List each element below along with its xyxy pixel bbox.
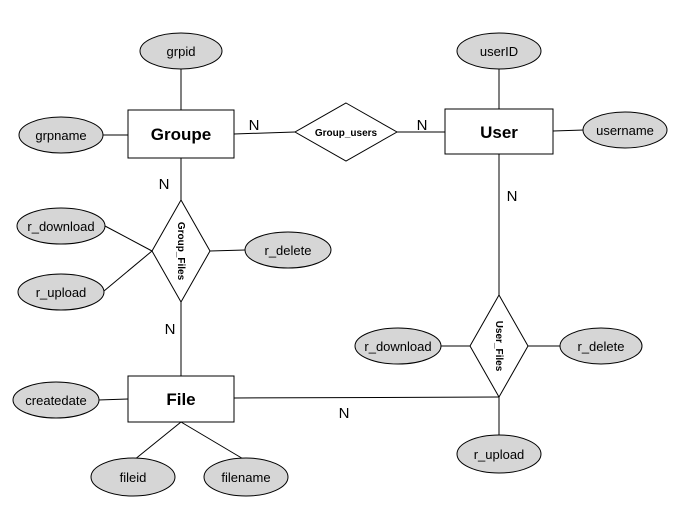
line-username-user (552, 129, 585, 132)
cardinality-groupe-group-users: N (249, 117, 260, 134)
relationship-user-files[interactable]: User_Files (469, 293, 529, 399)
attribute-user-files-r-delete[interactable]: r_delete (559, 327, 643, 365)
attribute-group-files-r-upload-label: r_upload (36, 285, 87, 300)
attribute-user-files-r-download-label: r_download (364, 339, 431, 354)
attribute-group-files-r-delete-label: r_delete (265, 243, 312, 258)
attribute-fileid[interactable]: fileid (90, 457, 176, 497)
attribute-createdate-label: createdate (25, 393, 86, 408)
relationship-group-files[interactable]: Group_Files (151, 198, 211, 304)
attribute-group-files-r-upload[interactable]: r_upload (17, 273, 105, 311)
attribute-user-files-r-upload[interactable]: r_upload (456, 434, 542, 474)
attribute-grpname[interactable]: grpname (18, 116, 104, 154)
line-file-fileid (133, 421, 182, 461)
attribute-userid[interactable]: userID (456, 32, 542, 70)
entity-user[interactable]: User (444, 108, 554, 155)
attribute-group-files-r-download-label: r_download (27, 219, 94, 234)
attribute-user-files-r-upload-label: r_upload (474, 447, 525, 462)
entity-file[interactable]: File (127, 375, 235, 423)
connector-lines (97, 68, 585, 461)
cardinality-file-user-files: N (339, 405, 350, 422)
relationship-group-users[interactable]: Group_users (293, 102, 399, 162)
attribute-user-files-r-delete-label: r_delete (578, 339, 625, 354)
attribute-group-files-r-download[interactable]: r_download (16, 207, 106, 245)
attribute-grpid[interactable]: grpid (139, 32, 223, 70)
attribute-filename[interactable]: filename (203, 457, 289, 497)
attribute-group-files-r-delete[interactable]: r_delete (244, 231, 332, 269)
cardinality-file-group-files: N (165, 321, 176, 338)
line-gf-rdelete (209, 249, 246, 252)
relationship-group-users-label: Group_users (315, 128, 378, 139)
attribute-grpname-label: grpname (35, 128, 86, 143)
attribute-grpid-label: grpid (167, 44, 196, 59)
relationship-user-files-label: User_Files (493, 321, 504, 372)
entity-groupe[interactable]: Groupe (127, 109, 235, 159)
line-file-filename (180, 421, 246, 461)
line-groupe-group-users (233, 131, 296, 135)
line-gf-rdownload (104, 225, 153, 252)
line-createdate-file (97, 398, 129, 401)
attribute-userid-label: userID (480, 44, 518, 59)
attribute-username-label: username (596, 123, 654, 138)
cardinality-user-user-files: N (507, 188, 518, 205)
cardinality-user-group-users: N (417, 117, 428, 134)
entity-file-label: File (166, 390, 195, 409)
attribute-username[interactable]: username (582, 111, 668, 149)
relationship-group-files-label: Group_Files (175, 222, 186, 281)
line-file-user-files (233, 396, 500, 399)
attribute-createdate[interactable]: createdate (12, 381, 100, 419)
line-gf-rupload (103, 250, 153, 292)
attribute-fileid-label: fileid (120, 470, 147, 485)
attribute-user-files-r-download[interactable]: r_download (354, 327, 442, 365)
entity-user-label: User (480, 123, 518, 142)
entity-groupe-label: Groupe (151, 125, 211, 144)
cardinality-groupe-group-files: N (159, 176, 170, 193)
attribute-filename-label: filename (221, 470, 270, 485)
